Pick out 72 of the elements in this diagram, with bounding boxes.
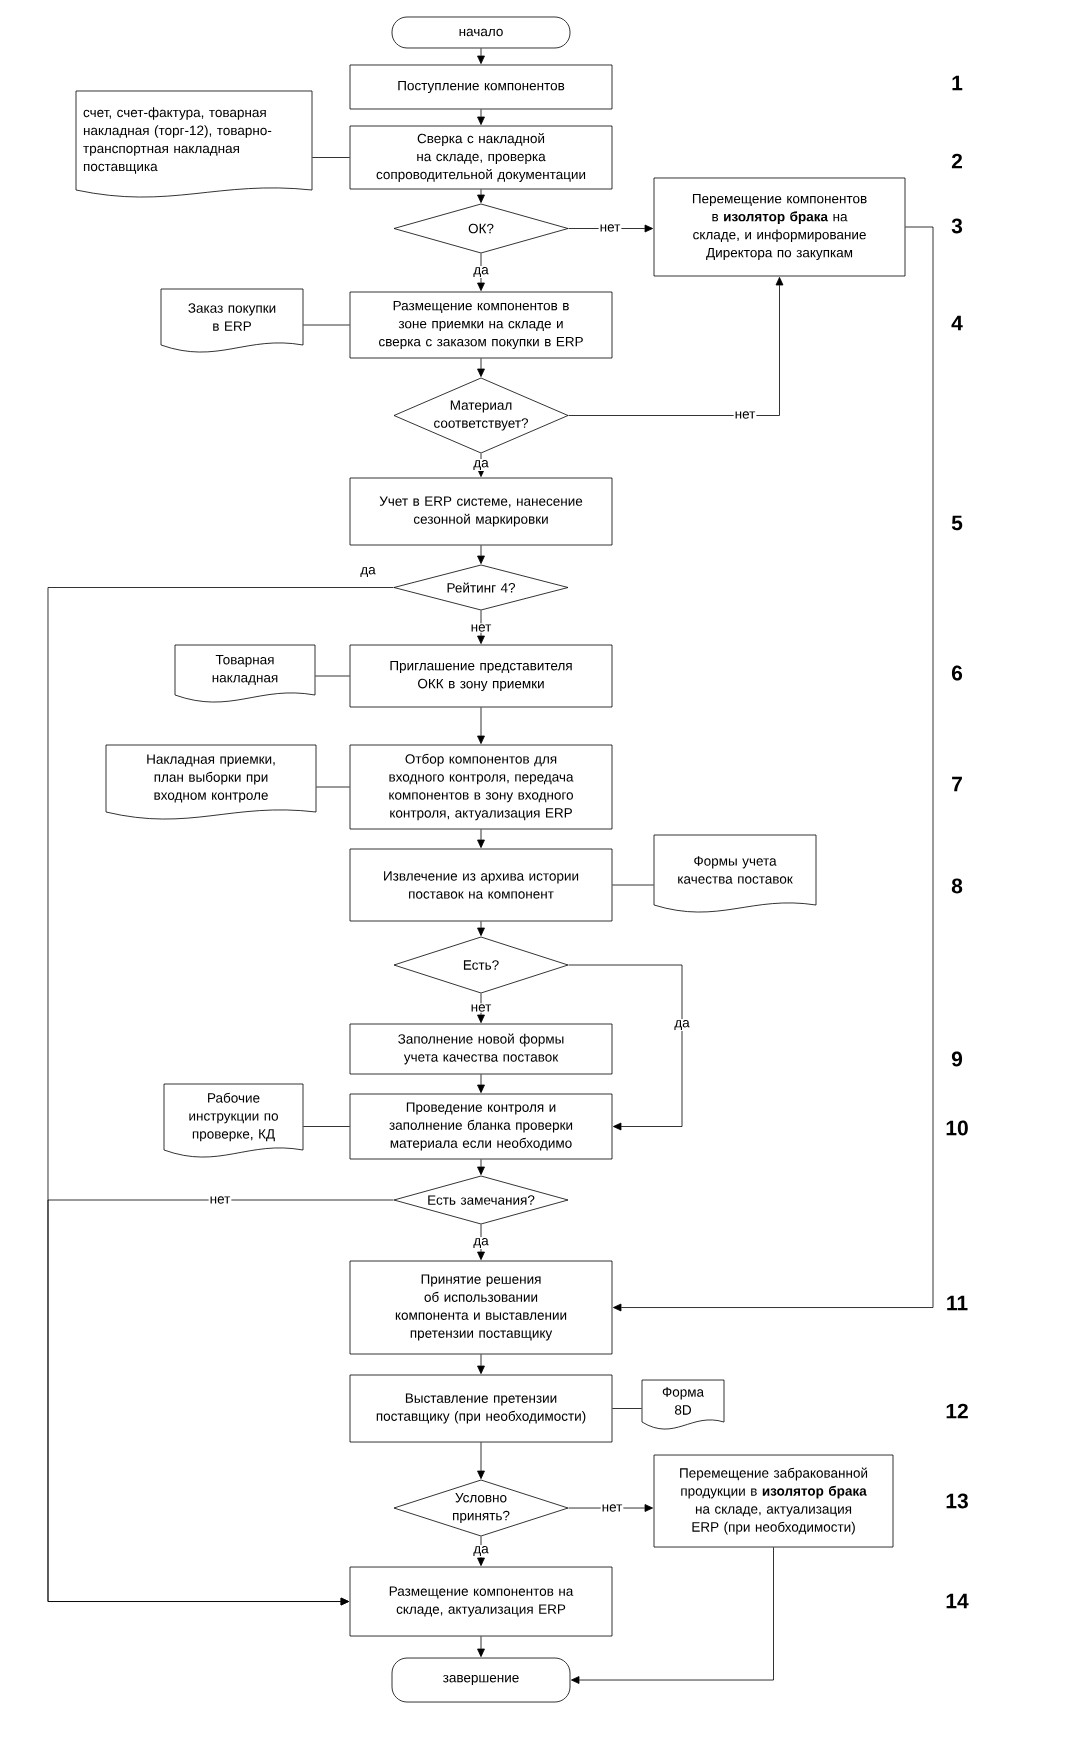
edge-label: да bbox=[360, 567, 376, 577]
arrow bbox=[477, 1354, 485, 1375]
edge-label: нет bbox=[598, 223, 622, 233]
arrow bbox=[477, 109, 485, 126]
step-number: 7 bbox=[952, 776, 962, 792]
process-box: Выставление претензии поставщику (при необходимости) bbox=[349, 1374, 613, 1443]
arrow bbox=[571, 1547, 774, 1684]
process-box: Проведение контроля и заполнение бланка проверки материала если необходимо bbox=[349, 1093, 613, 1160]
connector-line bbox=[316, 786, 350, 788]
arrow bbox=[568, 964, 683, 1131]
step-number: 1 bbox=[952, 75, 963, 91]
step-number: 10 bbox=[946, 1120, 968, 1136]
process-box: Отбор компонентов для входного контроля, передача компонентов в зону входного контроля, актуализация ERP bbox=[349, 744, 613, 830]
edge-label: нет bbox=[600, 1503, 624, 1513]
step-number: 9 bbox=[951, 1051, 963, 1067]
step-number: 13 bbox=[946, 1493, 968, 1509]
edge-label: нет bbox=[208, 1195, 232, 1205]
edge-label: да bbox=[472, 266, 490, 278]
process-box: Поступление компонентов bbox=[349, 64, 613, 110]
connector-line bbox=[612, 884, 654, 886]
arrow bbox=[477, 1442, 485, 1480]
arrow bbox=[477, 189, 485, 203]
step-number: 8 bbox=[951, 878, 963, 894]
edge-label: да bbox=[472, 459, 490, 471]
arrow bbox=[477, 1159, 485, 1176]
arrow bbox=[477, 1224, 485, 1261]
arrow bbox=[47, 1199, 394, 1606]
arrow bbox=[477, 545, 485, 564]
process-box: Принятие решения об использовании компонента и выставлении претензии поставщику bbox=[349, 1260, 613, 1355]
arrow bbox=[477, 253, 485, 291]
edge-label: нет bbox=[733, 410, 757, 420]
arrow bbox=[477, 1636, 485, 1658]
step-number: 3 bbox=[951, 218, 963, 234]
connector-line bbox=[612, 1408, 642, 1409]
arrow bbox=[568, 224, 653, 233]
step-number: 11 bbox=[947, 1295, 968, 1311]
process-box: Перемещение компонентов в изолятор брака на складе, и информирование Директора по закупкам bbox=[653, 177, 906, 277]
arrow bbox=[568, 1504, 653, 1512]
process-box: Сверка с накладной на складе, проверка сопроводительной документации bbox=[349, 125, 613, 190]
edge-label: да bbox=[472, 1545, 490, 1557]
step-number: 5 bbox=[951, 515, 963, 531]
process-box: Перемещение забракованной продукции в изолятор брака на складе, актуализация ERP (при необходимости) bbox=[653, 1454, 894, 1548]
arrow bbox=[477, 48, 485, 64]
edge-label: да bbox=[472, 1237, 490, 1249]
step-number: 6 bbox=[951, 665, 963, 681]
process-box: Извлечение из архива истории поставок на компонент bbox=[349, 848, 613, 922]
process-box: Заполнение новой формы учета качества поставок bbox=[349, 1023, 613, 1075]
connector-line bbox=[303, 1126, 350, 1127]
step-number: 14 bbox=[946, 1593, 969, 1609]
edge-label: да bbox=[673, 1019, 691, 1031]
arrow bbox=[477, 707, 485, 744]
arrow bbox=[477, 993, 485, 1024]
edge-label: нет bbox=[469, 623, 493, 633]
process-box: Учет в ERP системе, нанесение сезонной маркировки bbox=[349, 477, 613, 546]
step-number: 12 bbox=[946, 1403, 968, 1419]
arrow bbox=[477, 921, 485, 937]
arrow bbox=[477, 1536, 485, 1567]
process-box: Приглашение представителя ОКК в зону приемки bbox=[349, 644, 613, 708]
step-number: 2 bbox=[951, 153, 962, 169]
edge-label: нет bbox=[469, 1003, 493, 1013]
connector-line bbox=[312, 157, 350, 158]
arrow bbox=[477, 829, 485, 849]
step-number: 4 bbox=[951, 315, 963, 331]
arrow bbox=[477, 610, 485, 644]
arrow bbox=[477, 1074, 485, 1094]
arrow bbox=[613, 226, 934, 1312]
process-box: Размещение компонентов на складе, актуализация ERP bbox=[349, 1566, 613, 1637]
connector-line bbox=[315, 675, 350, 677]
connector-line bbox=[303, 324, 350, 326]
arrow bbox=[477, 358, 485, 377]
process-box: Размещение компонентов в зоне приемки на складе и сверка с заказом покупки в ERP bbox=[349, 291, 613, 359]
arrow bbox=[568, 277, 784, 416]
